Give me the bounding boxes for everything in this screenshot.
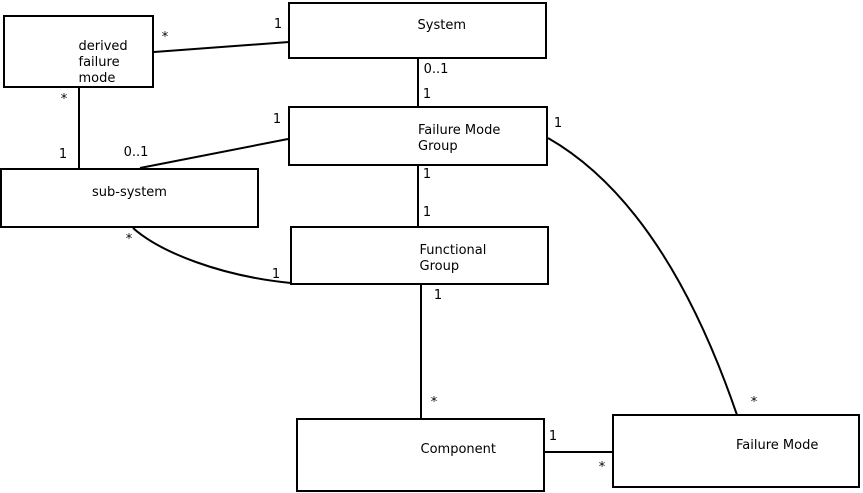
- mult-fmg-failure-mode-star: *: [750, 395, 758, 410]
- mult-subsystem-fg-one: 1: [271, 267, 281, 282]
- node-failure-mode: Failure Mode: [612, 414, 860, 488]
- mult-fmg-fg-one-bottom: 1: [422, 205, 432, 220]
- edge-derived-failure-mode-to-system: [153, 41, 290, 53]
- mult-system-fmg-one: 1: [422, 87, 432, 102]
- node-derived-failure-mode: derived failure mode: [3, 15, 154, 88]
- mult-fg-component-star: *: [430, 395, 438, 410]
- mult-component-failure-mode-one: 1: [548, 429, 558, 444]
- edge-sub-system-to-functional-group: [132, 227, 292, 284]
- node-sub-system-label: sub-system: [92, 185, 167, 200]
- node-system-label: System: [417, 17, 466, 33]
- mult-system-fmg-zeroone: 0..1: [423, 62, 449, 77]
- mult-subsystem-fg-star: *: [125, 232, 133, 247]
- mult-component-failure-mode-star: *: [598, 460, 606, 475]
- node-component-label: Component: [420, 442, 496, 457]
- mult-derived-failure-mode-system-one: 1: [273, 17, 283, 32]
- mult-derived-failure-mode-subsystem-one: 1: [58, 147, 68, 162]
- mult-fmg-subsystem-zeroone: 0..1: [123, 145, 149, 160]
- mult-fg-component-one: 1: [433, 288, 443, 303]
- node-functional-group-label: Functional Group: [419, 242, 487, 274]
- node-functional-group: Functional Group: [290, 226, 549, 285]
- node-failure-mode-group-label: Failure Mode Group: [418, 123, 501, 154]
- edge-failure-mode-group-to-failure-mode: [547, 137, 738, 416]
- edge-failure-mode-group-to-sub-system: [139, 138, 289, 169]
- mult-fmg-subsystem-one: 1: [272, 112, 282, 127]
- node-component: Component: [296, 418, 545, 492]
- node-derived-failure-mode-label: derived failure mode: [78, 38, 128, 86]
- node-system: System: [288, 2, 547, 59]
- node-sub-system: sub-system: [0, 168, 259, 228]
- node-failure-mode-group: Failure Mode Group: [288, 106, 548, 166]
- node-failure-mode-label: Failure Mode: [736, 438, 819, 453]
- mult-fmg-failure-mode-one: 1: [553, 116, 563, 131]
- mult-derived-failure-mode-subsystem-star: *: [60, 92, 68, 107]
- mult-derived-failure-mode-system-star: *: [161, 30, 169, 45]
- mult-fmg-fg-one-top: 1: [422, 167, 432, 182]
